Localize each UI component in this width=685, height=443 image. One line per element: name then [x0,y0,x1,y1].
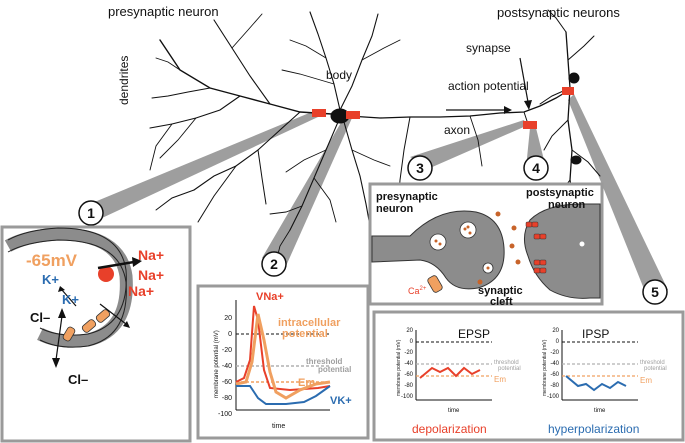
panel3-ca-label: Ca2+ [408,286,427,296]
label-dendrites: dendrites [117,56,131,105]
panel1-cl-label-1: Cl– [30,310,50,325]
step-circle-2: 2 [261,251,287,277]
svg-text:membrane potential (mV): membrane potential (mV) [396,339,402,396]
svg-text:Em: Em [494,375,506,384]
action-potential-arrow [446,106,512,114]
svg-text:0: 0 [556,339,560,345]
step-circle-4: 4 [523,155,549,181]
svg-text:-60: -60 [222,379,232,386]
svg-text:0: 0 [410,339,414,345]
svg-text:threshold: threshold [494,360,519,366]
marker-site-5 [562,87,574,95]
panel2-label-intracellular-2: potential [282,328,328,340]
panel3-pre-label-2: neuron [376,203,414,215]
svg-text:-60: -60 [404,372,413,378]
svg-text:Em: Em [640,376,652,385]
svg-text:-60: -60 [550,372,559,378]
panel1-k-label-1: K+ [42,272,59,287]
panel2-label-intracellular-1: intracellular [278,317,341,329]
panel1-na-label-3: Na+ [128,283,154,299]
svg-text:-20: -20 [550,350,559,356]
panel2-label-vna: VNa+ [256,291,284,303]
svg-text:-20: -20 [222,347,232,354]
svg-text:20: 20 [406,328,413,334]
panel2-label-threshold-2: potential [318,365,351,374]
svg-text:20: 20 [552,328,559,334]
svg-text:potential: potential [498,366,521,372]
label-postsynaptic-neurons: postsynaptic neurons [497,5,620,20]
svg-text:-80: -80 [222,395,232,402]
svg-text:1: 1 [87,205,95,221]
panel1-k-label-2: K+ [62,292,79,307]
panel3-cleft-label-1: synaptic [478,285,523,297]
svg-text:threshold: threshold [640,360,665,366]
svg-text:3: 3 [416,160,424,176]
svg-text:5: 5 [651,284,659,300]
panel2-xlabel: time [272,423,285,430]
svg-text:-20: -20 [404,350,413,356]
svg-text:-40: -40 [550,361,559,367]
svg-text:time: time [448,408,460,414]
marker-site-1 [312,109,326,117]
panel3-post-label-2: neuron [548,199,586,211]
svg-text:-100: -100 [401,394,414,400]
svg-text:-80: -80 [404,383,413,389]
label-axon: axon [444,123,470,137]
panel-5-psp-charts: EPSP 20 0 -20 -40 -60 -80 -100 membrane … [372,310,685,442]
step-circle-1: 1 [78,200,104,226]
marker-site-2 [346,111,360,119]
panel2-label-threshold-1: threshold [306,357,343,366]
panel-1-membrane: -65mV K+ K+ Na+ Na+ Na+ Cl– Cl– [0,225,192,443]
ipsp-title: IPSP [582,327,609,341]
svg-text:-40: -40 [404,361,413,367]
svg-text:membrane potential (mV): membrane potential (mV) [542,339,548,396]
svg-text:time: time [594,408,606,414]
svg-text:-40: -40 [222,363,232,370]
panel1-na-label-1: Na+ [138,247,164,263]
step-circle-5: 5 [642,279,668,305]
svg-text:4: 4 [532,160,540,176]
svg-text:0: 0 [228,331,232,338]
panel-3-synapse: presynaptic neuron postsynaptic neuron s… [368,182,604,308]
svg-text:-100: -100 [218,411,232,418]
hyperpolarization-label: hyperpolarization [548,422,639,436]
panel3-cleft-label-2: cleft [490,296,513,308]
panel2-ylabel: membrane potential (mV) [214,330,220,398]
panel2-label-vk: VK+ [330,395,352,407]
epsp-chart: EPSP 20 0 -20 -40 -60 -80 -100 membrane … [396,327,521,436]
epsp-title: EPSP [458,327,490,341]
depolarization-label: depolarization [412,422,487,436]
zoom-beams [80,94,668,294]
svg-text:-80: -80 [550,383,559,389]
svg-text:20: 20 [224,315,232,322]
panel1-na-label-2: Na+ [138,267,164,283]
marker-site-3 [523,121,537,129]
svg-text:potential: potential [644,366,667,372]
svg-text:-100: -100 [547,394,560,400]
panel1-voltage: -65mV [26,251,78,270]
svg-text:2: 2 [270,256,278,272]
ipsp-chart: IPSP 20 0 -20 -40 -60 -80 -100 membrane … [542,327,667,436]
panel-2-action-potential-chart: 20 0 -20 -40 -60 -80 -100 membrane poten… [196,284,370,440]
synapse-arrow [519,57,532,110]
label-synapse: synapse [466,41,511,55]
label-presynaptic-neuron: presynaptic neuron [108,4,219,19]
label-action-potential: action potential [448,79,529,93]
panel1-cl-label-2: Cl– [68,372,88,387]
step-circle-3: 3 [407,155,433,181]
panel2-label-em: Em [298,377,315,389]
panel3-pre-label-1: presynaptic [376,191,438,203]
panel3-post-label-1: postsynaptic [526,187,594,199]
